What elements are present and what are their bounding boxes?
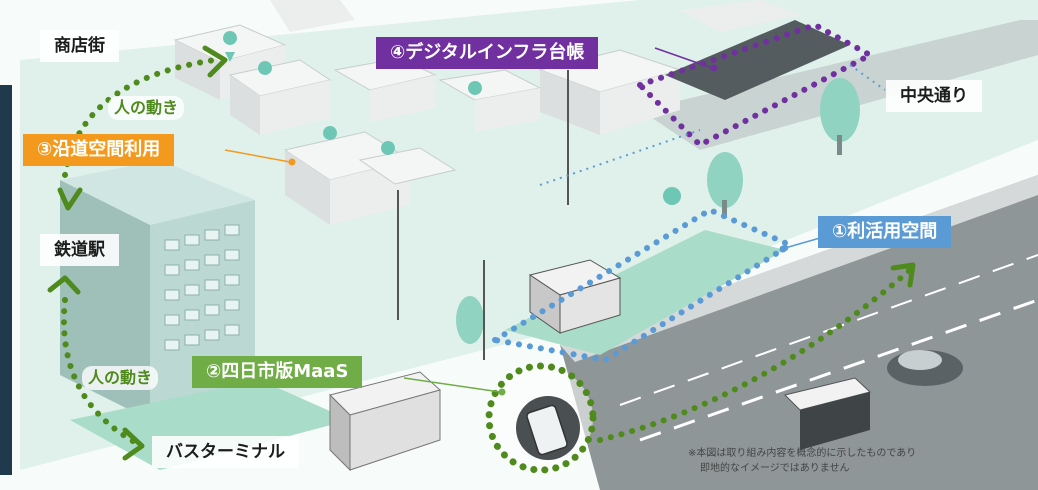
car-icon <box>887 350 963 386</box>
map-pin-icons <box>223 31 682 205</box>
bus-icon <box>329 371 442 472</box>
street-poles <box>397 70 569 360</box>
roadside-use-tag: ③沿道空間利用 <box>23 134 175 166</box>
smartphone-icon <box>526 404 568 456</box>
main-road <box>560 175 1038 490</box>
maas-tag: ②四日市版MaaS <box>192 356 363 388</box>
tree-icons <box>456 78 860 344</box>
underground-infra <box>665 20 850 100</box>
disclaimer-line-1: ※本図は取り組み内容を概念的に示したものであり <box>688 448 917 459</box>
digital-ledger-tag: ④デジタルインフラ台帳 <box>376 37 599 69</box>
shopping-street-label: 商店街 <box>40 30 119 62</box>
central-street-label: 中央通り <box>886 80 982 112</box>
bus-terminal-label: バスターミナル <box>152 436 299 468</box>
leader-lines <box>224 47 821 396</box>
bus-icon <box>784 377 872 450</box>
digital-ledger-boundary <box>634 21 877 149</box>
infra-line <box>539 129 701 186</box>
space-use-tag: ①利活用空間 <box>818 216 952 248</box>
people-flow-label-bottom: 人の動き <box>82 366 159 390</box>
disclaimer-note: ※本図は取り組み内容を概念的に示したものであり 即地的なイメージではありません <box>688 446 916 476</box>
space-use-boundary <box>486 206 797 364</box>
disclaimer-line-2: 即地的なイメージではありません <box>700 463 850 474</box>
people-flow-label-top: 人の動き <box>108 96 185 120</box>
station-label: 鉄道駅 <box>40 234 119 266</box>
truck-icon <box>528 259 622 334</box>
left-edge-bar <box>0 85 12 475</box>
infra-line <box>849 64 886 91</box>
arrow-head-icons <box>47 45 916 461</box>
